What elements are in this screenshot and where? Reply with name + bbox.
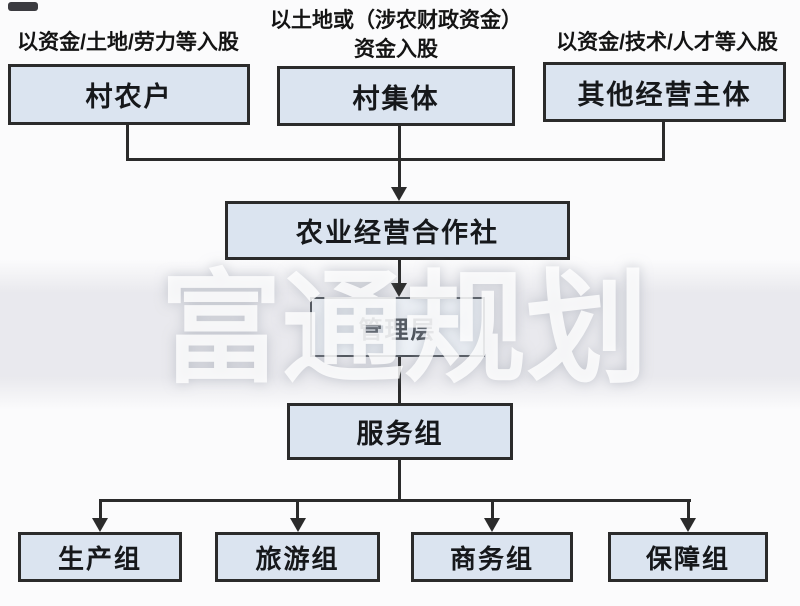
node-support-group: 保障组 (608, 532, 768, 582)
connector-other-down (662, 121, 665, 160)
node-other-business-entities: 其他经营主体 (543, 62, 786, 122)
connector-merge-horizontal (126, 158, 665, 161)
connector-stem-production (99, 499, 102, 520)
node-agricultural-cooperative: 农业经营合作社 (225, 201, 570, 260)
label-invest-capital-tech-talent: 以资金/技术/人才等入股 (556, 31, 778, 54)
connector-service-down (398, 459, 401, 502)
connector-stem-tourism (296, 499, 299, 520)
arrowhead-to-support (680, 518, 696, 532)
node-management-layer: 管理层 (310, 297, 485, 357)
label-invest-land-or-fiscal-funds-line2: 资金入股 (354, 38, 438, 61)
arrowhead-to-production (92, 518, 108, 532)
label-invest-land-or-fiscal-funds: 以土地或（涉农财政资金） 资金入股 (260, 6, 532, 64)
node-service-group: 服务组 (287, 403, 513, 460)
label-invest-capital-land-labor: 以资金/土地/劳力等入股 (17, 31, 239, 54)
connector-management-service (398, 356, 401, 404)
connector-stem-business (491, 499, 494, 520)
top-left-artifact (8, 2, 38, 11)
node-tourism-group: 旅游组 (215, 532, 380, 582)
node-village-collective: 村集体 (277, 66, 515, 126)
arrowhead-to-tourism (290, 518, 306, 532)
label-invest-land-or-fiscal-funds-line1: 以土地或（涉农财政资金） (270, 9, 522, 32)
arrowhead-to-management (391, 283, 407, 297)
node-village-farmers: 村农户 (8, 64, 250, 125)
arrowhead-to-business (484, 518, 500, 532)
connector-distribution-horizontal (99, 499, 691, 502)
node-production-group: 生产组 (18, 532, 182, 582)
connector-collective-down (398, 124, 401, 187)
connector-cooperative-management (398, 259, 401, 284)
node-business-group: 商务组 (411, 532, 573, 582)
arrowhead-to-cooperative (391, 187, 407, 201)
connector-farmers-down (126, 123, 129, 160)
connector-stem-support (687, 499, 690, 520)
